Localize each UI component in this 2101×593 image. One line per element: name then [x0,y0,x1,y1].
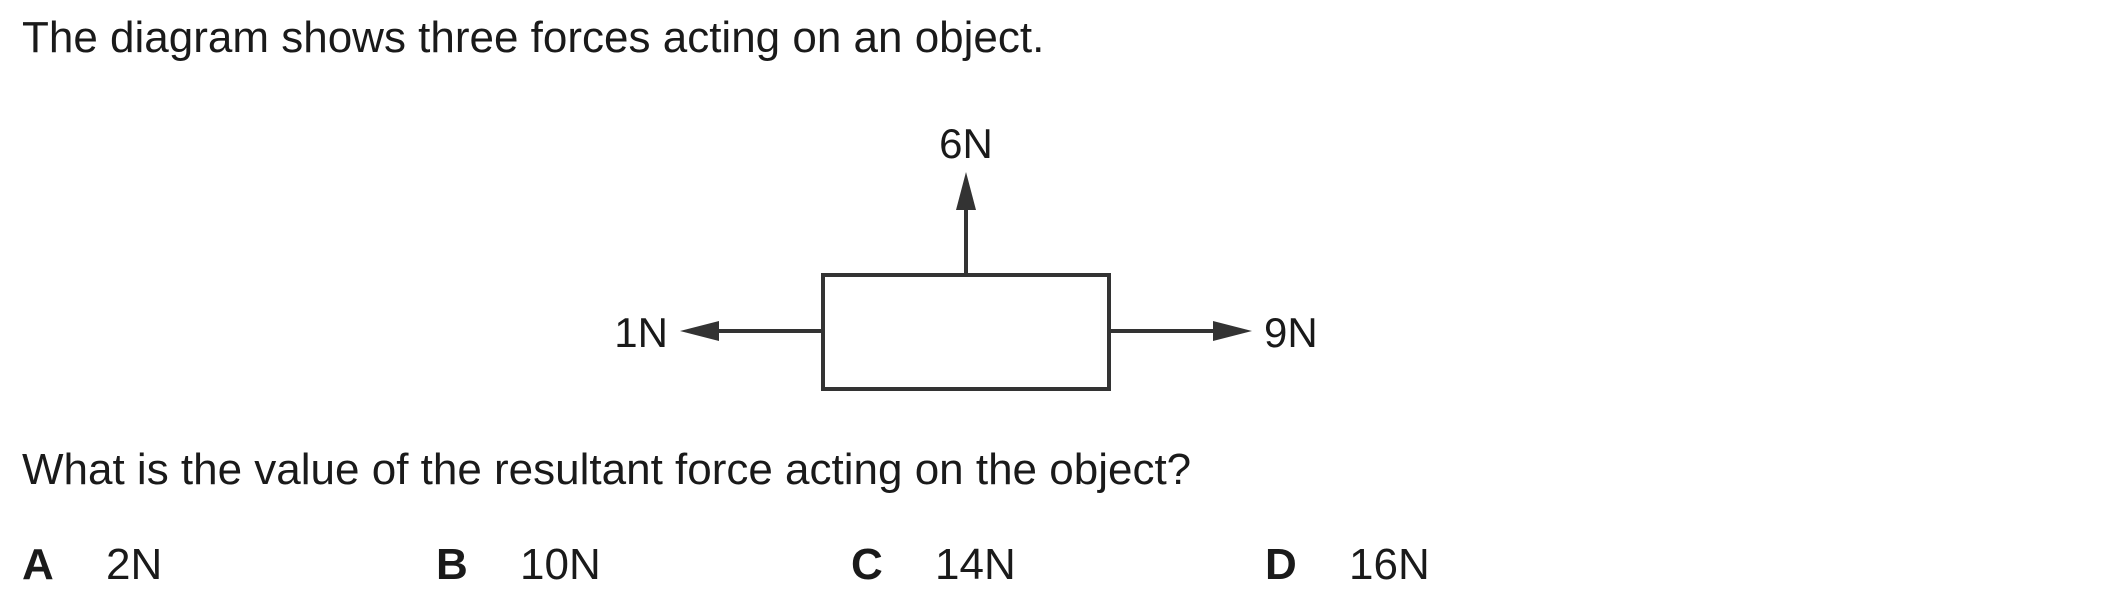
force-right-arrowhead [1213,321,1252,341]
option-a-value: 2N [106,540,163,589]
force-right-label: 9N [1264,309,1318,356]
force-left: 1N [614,309,823,356]
force-up: 6N [939,120,993,275]
force-left-arrowhead [680,321,719,341]
option-b-letter: B [436,540,468,589]
object-box [821,273,1111,391]
question-intro: The diagram shows three forces acting on… [22,13,1045,62]
answer-options: A 2N B 10N C 14N D 16N [0,540,2101,590]
option-d-letter: D [1265,540,1297,589]
option-b-value: 10N [520,540,601,589]
option-d-value: 16N [1349,540,1430,589]
option-a-letter: A [22,540,54,589]
option-b[interactable]: B 10N [436,540,601,590]
option-c-value: 14N [935,540,1016,589]
option-d[interactable]: D 16N [1265,540,1430,590]
force-up-arrowhead [956,172,976,210]
force-left-label: 1N [614,309,668,356]
force-right: 9N [1109,309,1318,356]
force-up-label: 6N [939,120,993,167]
question-prompt: What is the value of the resultant force… [22,445,1192,494]
option-c-letter: C [851,540,883,589]
option-c[interactable]: C 14N [851,540,1016,590]
option-a[interactable]: A 2N [22,540,162,590]
